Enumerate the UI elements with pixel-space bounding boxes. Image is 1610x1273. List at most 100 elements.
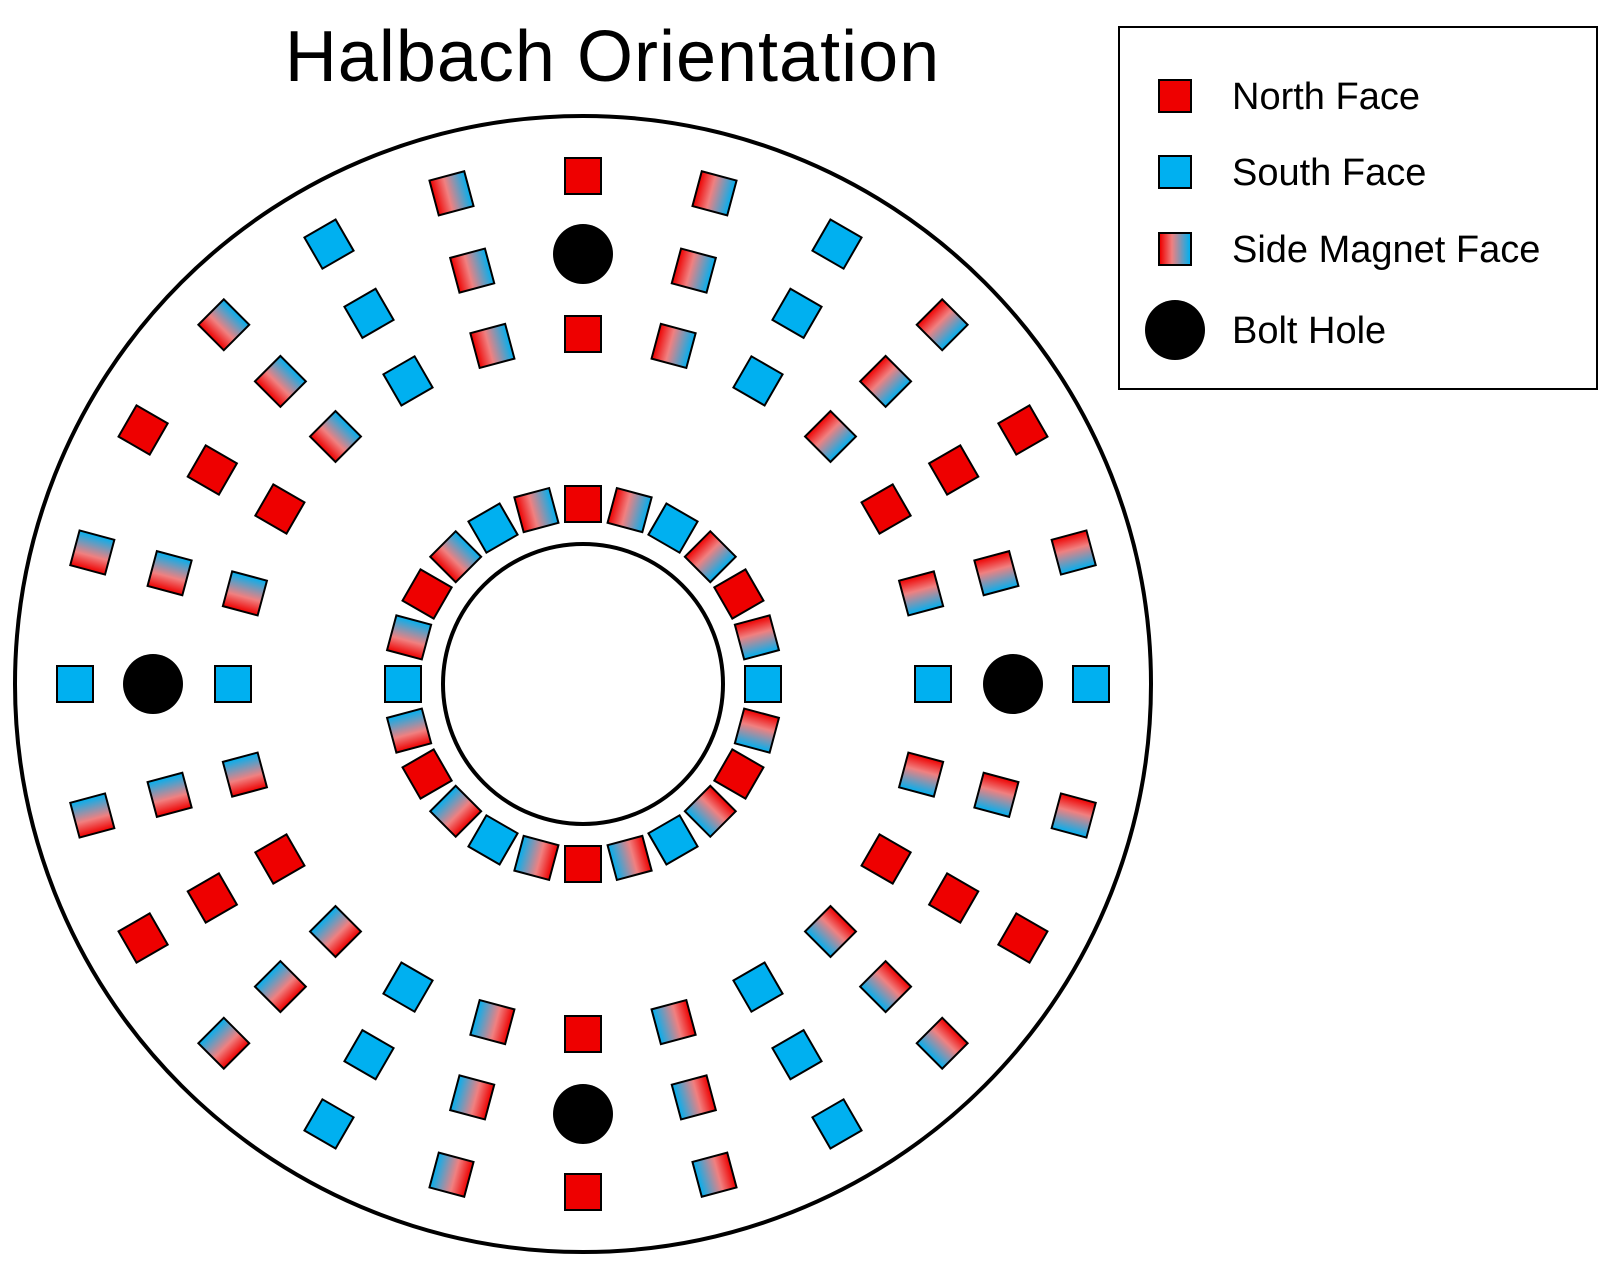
side-magnet	[670, 247, 718, 294]
south-magnet	[343, 287, 395, 340]
side-magnet	[253, 959, 308, 1014]
side-magnet	[606, 834, 653, 882]
side-magnet	[897, 570, 945, 617]
north-magnet	[253, 833, 306, 885]
side-magnet	[221, 570, 269, 617]
side-magnet-face-swatch	[1158, 232, 1192, 266]
north-magnet	[860, 833, 913, 885]
south-magnet	[744, 665, 782, 703]
side-magnet	[1050, 792, 1097, 839]
side-magnet	[803, 904, 858, 959]
side-magnet	[428, 529, 483, 584]
south-face-swatch	[1158, 155, 1192, 189]
side-magnet	[469, 998, 516, 1046]
side-magnet	[858, 354, 913, 409]
side-magnet	[691, 1151, 738, 1198]
south-magnet	[384, 665, 422, 703]
side-magnet	[428, 1151, 475, 1198]
north-magnet	[564, 1173, 602, 1211]
north-magnet	[712, 748, 765, 800]
legend-item-side: Side Magnet Face	[1120, 221, 1596, 281]
side-magnet	[691, 170, 738, 217]
side-magnet	[146, 549, 193, 597]
legend: North Face South Face Side Magnet Face B…	[1118, 26, 1598, 390]
bolt-hole	[983, 654, 1043, 714]
north-magnet	[996, 912, 1049, 964]
north-magnet	[117, 404, 170, 456]
north-magnet	[186, 872, 239, 924]
south-magnet	[467, 502, 519, 555]
diagram-title: Halbach Orientation	[284, 17, 941, 97]
south-magnet	[303, 1097, 355, 1150]
south-magnet	[732, 354, 784, 407]
south-magnet	[811, 218, 863, 271]
legend-item-south: South Face	[1120, 144, 1596, 204]
side-magnet	[196, 1016, 251, 1071]
north-magnet	[401, 748, 454, 800]
side-magnet	[196, 297, 251, 352]
north-magnet	[564, 157, 602, 195]
side-magnet	[385, 614, 433, 661]
side-magnet	[513, 486, 560, 534]
side-magnet	[803, 409, 858, 464]
south-magnet	[343, 1028, 395, 1081]
side-magnet	[221, 751, 269, 798]
side-magnet	[69, 529, 116, 576]
north-magnet	[927, 444, 980, 496]
legend-label-north: North Face	[1232, 76, 1420, 118]
south-magnet	[771, 287, 823, 340]
side-magnet	[733, 707, 781, 754]
bolt-hole	[553, 1084, 613, 1144]
legend-label-bolt: Bolt Hole	[1232, 310, 1387, 352]
north-magnet	[401, 568, 454, 620]
legend-label-south: South Face	[1232, 152, 1427, 194]
side-magnet	[513, 834, 560, 882]
side-magnet	[448, 1074, 496, 1121]
north-magnet	[927, 872, 980, 924]
side-magnet	[733, 614, 781, 661]
side-magnet	[385, 707, 433, 754]
side-magnet	[448, 247, 496, 294]
south-magnet	[771, 1028, 823, 1081]
legend-label-side: Side Magnet Face	[1232, 229, 1541, 271]
north-magnet	[564, 845, 602, 883]
side-magnet	[915, 1016, 970, 1071]
side-magnet	[1050, 529, 1097, 576]
north-magnet	[253, 483, 306, 535]
side-magnet	[650, 322, 697, 370]
side-magnet	[650, 998, 697, 1046]
south-magnet	[811, 1097, 863, 1150]
side-magnet	[428, 170, 475, 217]
side-magnet	[308, 904, 363, 959]
side-magnet	[253, 354, 308, 409]
legend-item-north: North Face	[1120, 68, 1596, 128]
side-magnet	[973, 771, 1020, 819]
north-face-swatch	[1158, 79, 1192, 113]
inner-bore	[441, 542, 725, 826]
side-magnet	[606, 486, 653, 534]
north-magnet	[712, 568, 765, 620]
side-magnet	[69, 792, 116, 839]
south-magnet	[214, 665, 252, 703]
bolt-hole	[553, 224, 613, 284]
south-magnet	[467, 813, 519, 866]
side-magnet	[915, 297, 970, 352]
side-magnet	[897, 751, 945, 798]
bolt-hole	[123, 654, 183, 714]
side-magnet	[858, 959, 913, 1014]
south-magnet	[382, 354, 434, 407]
side-magnet	[469, 322, 516, 370]
north-magnet	[117, 912, 170, 964]
north-magnet	[860, 483, 913, 535]
side-magnet	[670, 1074, 718, 1121]
south-magnet	[56, 665, 94, 703]
north-magnet	[564, 1015, 602, 1053]
side-magnet	[146, 771, 193, 819]
south-magnet	[647, 502, 699, 555]
side-magnet	[973, 549, 1020, 597]
south-magnet	[914, 665, 952, 703]
bolt-holes	[123, 224, 1043, 1144]
side-magnet	[308, 409, 363, 464]
north-magnet	[564, 485, 602, 523]
